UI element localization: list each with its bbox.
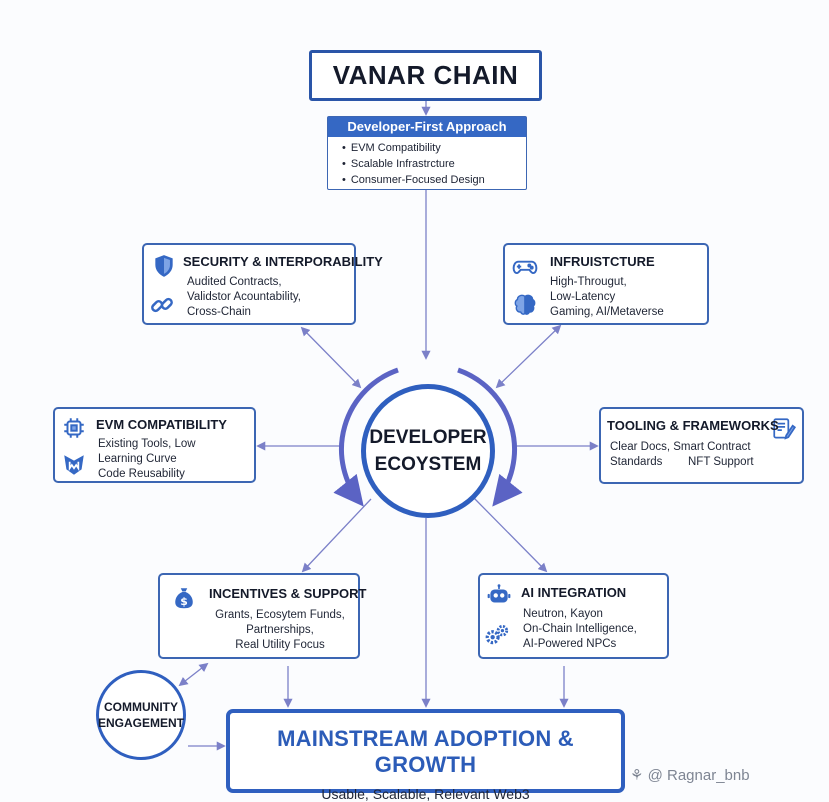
- security-line: Audited Contracts,: [187, 276, 282, 288]
- infra-line: Gaming, AI/Metaverse: [550, 306, 664, 318]
- right-ring-arc: [457, 367, 523, 507]
- ai-title: AI INTEGRATION: [521, 585, 627, 600]
- incentives-title: INCENTIVES & SUPPORT: [209, 586, 367, 601]
- list-item: EVM Compatibility: [342, 140, 526, 156]
- chip-icon: [60, 414, 88, 442]
- incentives-line: Real Utility Focus: [235, 639, 325, 651]
- ai-line: AI-Powered NPCs: [523, 638, 617, 650]
- ai-line: Neutron, Kayon: [523, 608, 603, 620]
- hub-line-1: DEVELOPER: [369, 427, 487, 448]
- community-engagement-circle: COMMUNITY ENGAGEMENT: [96, 670, 186, 760]
- tooling-line: Clear Docs, Smart Contract: [610, 441, 751, 453]
- gears-icon: [483, 621, 511, 649]
- arrow-center-incentives: [301, 498, 372, 573]
- security-line: Cross-Chain: [187, 306, 251, 318]
- infra-line: High-Througut,: [550, 276, 627, 288]
- infra-title: INFRUISTCTURE: [550, 254, 655, 269]
- shield-icon: [150, 252, 178, 280]
- tooling-line: Standards NFT Support: [610, 456, 754, 468]
- evm-line: Learning Curve: [98, 453, 177, 465]
- ai-line: On-Chain Intelligence,: [523, 623, 637, 635]
- evm-line: Code Reusability: [98, 468, 185, 480]
- security-line: Validstor Acountability,: [187, 291, 301, 303]
- arrow-security-center: [300, 326, 362, 389]
- arrow-infra-center: [495, 324, 562, 389]
- svg-text:$: $: [180, 595, 188, 608]
- evm-line: Existing Tools, Low: [98, 438, 196, 450]
- community-line-1: COMMUNITY: [104, 700, 178, 714]
- ai-integration-node: AI INTEGRATION Neutron, Kayon On-Chain I…: [478, 573, 669, 659]
- infrastructure-node: INFRUISTCTURE High-Througut, Low-Latency…: [503, 243, 709, 325]
- document-pen-icon: [770, 415, 798, 443]
- incentives-line: Grants, Ecosytem Funds,: [215, 609, 345, 621]
- developer-first-header: Developer-First Approach: [328, 117, 526, 137]
- evm-title: EVM COMPATIBILITY: [96, 417, 227, 432]
- arrow-center-ai: [471, 495, 548, 573]
- arrow-community-incentives: [178, 662, 209, 687]
- brain-icon: [511, 291, 539, 319]
- evm-compatibility-node: EVM COMPATIBILITY Existing Tools, Low Le…: [53, 407, 256, 483]
- community-line-2: ENGAGEMENT: [98, 716, 185, 730]
- list-item: Consumer-Focused Design: [342, 172, 526, 188]
- mainstream-title: MAINSTREAM ADOPTION & GROWTH: [277, 726, 574, 777]
- security-node: SECURITY & INTERPORABILITY Audited Contr…: [142, 243, 383, 325]
- developer-ecosystem-hub: DEVELOPER ECOYSTEM: [361, 384, 495, 518]
- robot-icon: [485, 582, 513, 610]
- infra-line: Low-Latency: [550, 291, 616, 303]
- left-ring-arc: [333, 367, 399, 507]
- developer-first-box: Developer-First Approach EVM Compatibili…: [327, 116, 527, 190]
- gamepad-icon: [511, 252, 539, 280]
- security-title: SECURITY & INTERPORABILITY: [183, 254, 383, 269]
- author-watermark: ⚘ @ Ragnar_bnb: [630, 767, 750, 784]
- mainstream-subtitle: Usable, Scalable, Relevant Web3: [321, 786, 530, 802]
- vanar-chain-title: VANAR CHAIN: [309, 50, 542, 101]
- money-bag-icon: $: [170, 584, 198, 612]
- incentives-line: Partnerships,: [246, 624, 314, 636]
- mainstream-adoption-box: MAINSTREAM ADOPTION & GROWTH Usable, Sca…: [226, 709, 625, 802]
- hub-line-2: ECOYSTEM: [374, 454, 482, 475]
- tooling-title: TOOLING & FRAMEWORKS: [607, 418, 779, 433]
- list-item: Scalable Infrastrcture: [342, 156, 526, 172]
- link-icon: [148, 291, 176, 319]
- developer-first-list: EVM Compatibility Scalable Infrastrcture…: [328, 140, 526, 188]
- tooling-node: TOOLING & FRAMEWORKS Clear Docs, Smart C…: [599, 407, 804, 484]
- metamask-icon: [60, 451, 88, 479]
- incentives-node: $ INCENTIVES & SUPPORT Grants, Ecosytem …: [158, 573, 366, 659]
